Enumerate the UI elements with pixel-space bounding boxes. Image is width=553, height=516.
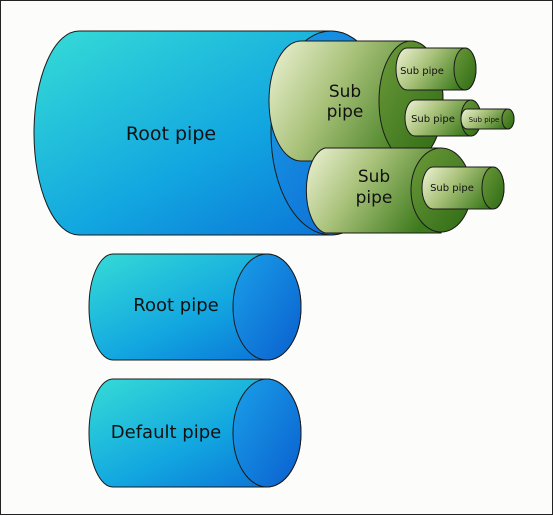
sub-pipe-bottom-label-line1: Sub: [358, 167, 390, 187]
sub-pipe-tiny-label: Sub pipe: [469, 116, 500, 124]
root-pipe-main-label: Root pipe: [126, 123, 216, 145]
sub-pipe-tiny: [460, 108, 515, 130]
sub-pipe-mid-label: Sub pipe: [411, 114, 455, 125]
sub-pipe-small-top-label: Sub pipe: [400, 66, 444, 77]
default-pipe-legend-label: Default pipe: [111, 422, 221, 443]
root-pipe-legend: [88, 253, 302, 361]
sub-pipe-small-top: [395, 47, 477, 91]
sub-pipe-bottom-label-line2: pipe: [356, 188, 393, 208]
root-pipe-legend-label: Root pipe: [133, 295, 218, 316]
sub-pipe-small-bottom-label: Sub pipe: [430, 183, 474, 194]
sub-pipe-small-bottom: [421, 166, 505, 210]
default-pipe-legend: [88, 378, 302, 488]
sub-pipe-top-label-line1: Sub: [329, 82, 361, 102]
sub-pipe-top-label-line2: pipe: [327, 102, 364, 122]
